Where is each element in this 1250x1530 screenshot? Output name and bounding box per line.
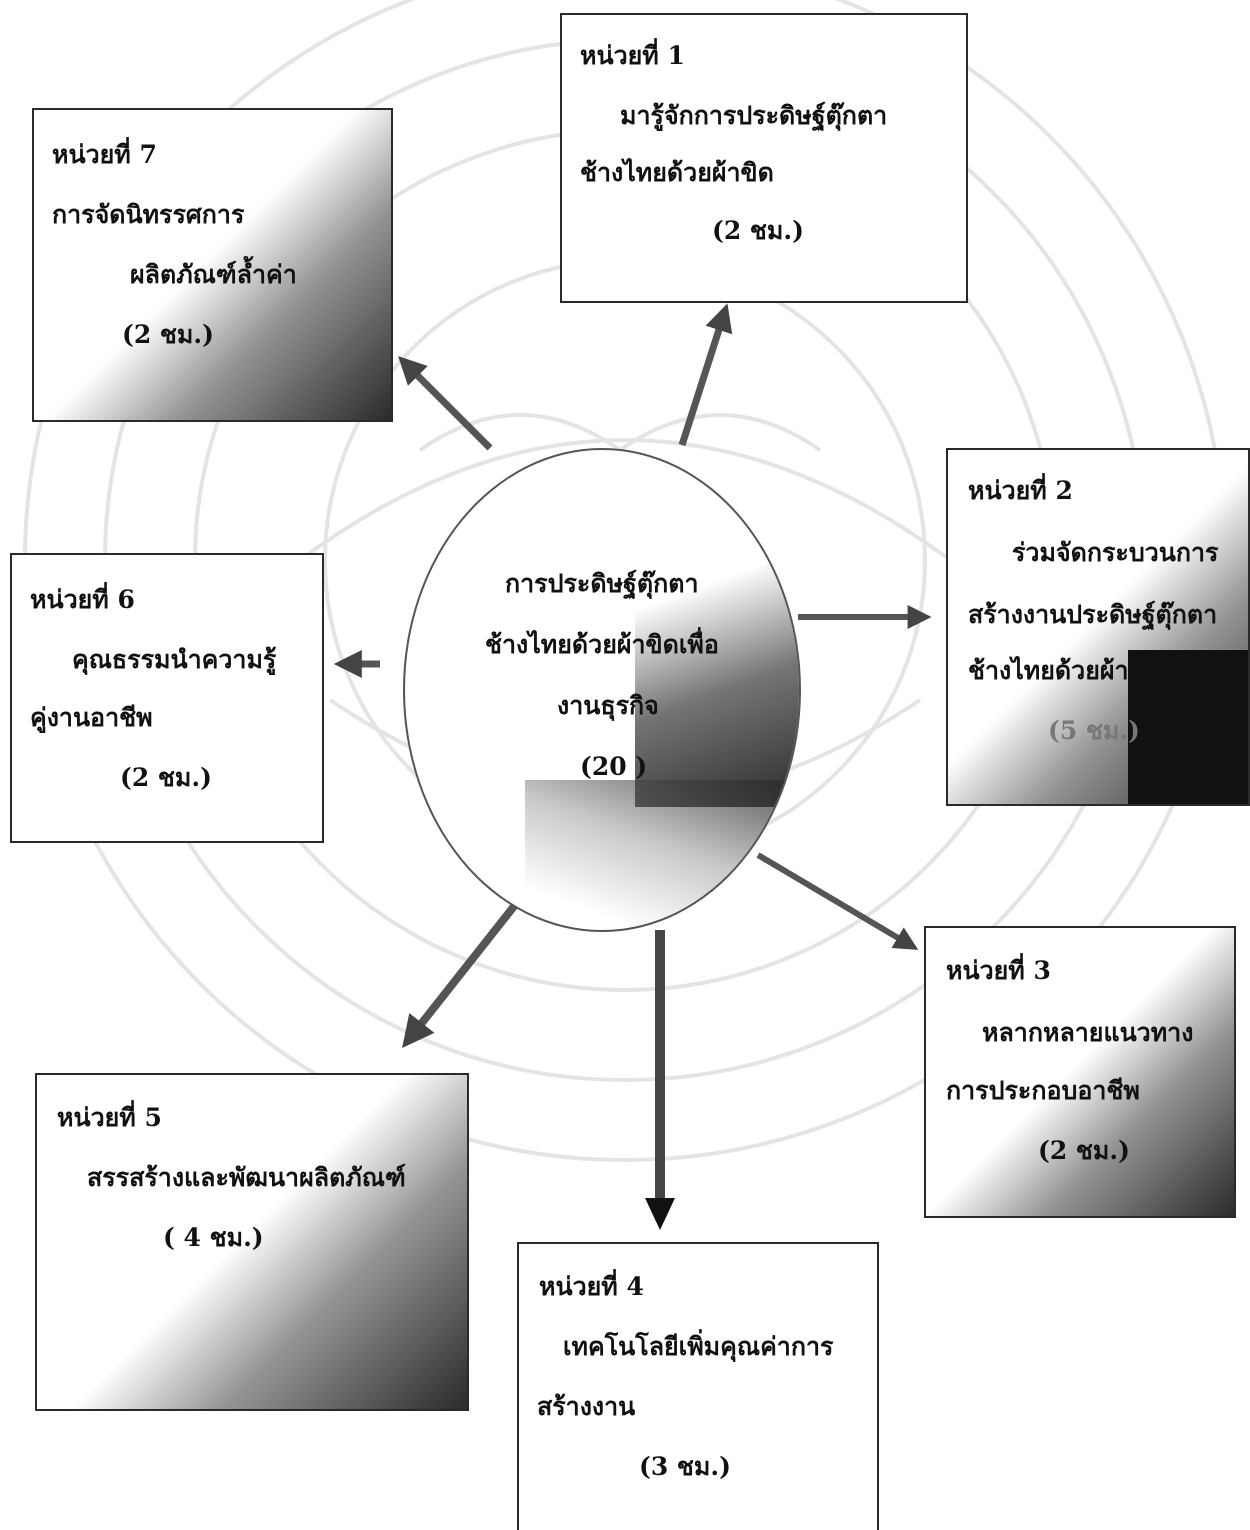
unit-5-hours: ( 4 ชม.): [163, 1223, 264, 1252]
unit-5-box: หน่วยที่ 5 สรรสร้างและพัฒนาผลิตภัณฑ์ ( 4…: [35, 1073, 469, 1411]
unit-1-box: หน่วยที่ 1 มารู้จักการประดิษฐ์ตุ๊กตา ช้า…: [560, 13, 968, 303]
unit-4-line-1: เทคโนโลยีเพิ่มคุณค่าการ: [563, 1332, 834, 1361]
unit-3-title: หน่วยที่ 3: [946, 956, 1051, 985]
arrow-to-unit5: [402, 902, 519, 1049]
unit-1-line-2: ช้างไทยด้วยผ้าขิด: [580, 158, 774, 187]
unit-4-line-2: สร้างงาน: [537, 1392, 636, 1421]
center-line-3: งานธุรกิจ: [557, 691, 659, 720]
unit-3-box: หน่วยที่ 3 หลากหลายแนวทาง การประกอบอาชีพ…: [924, 926, 1236, 1218]
unit-7-title: หน่วยที่ 7: [52, 140, 157, 169]
unit-6-title: หน่วยที่ 6: [30, 585, 135, 614]
unit-7-hours: (2 ชม.): [122, 320, 214, 349]
unit-7-line-2: ผลิตภัณฑ์ล้ำค่า: [130, 260, 297, 289]
unit-5-line-1: สรรสร้างและพัฒนาผลิตภัณฑ์: [87, 1163, 406, 1192]
unit-3-line-1: หลากหลายแนวทาง: [982, 1018, 1194, 1047]
arrow-to-unit7: [398, 356, 493, 451]
unit-6-line-2: คู่งานอาชีพ: [30, 703, 153, 732]
unit-7-line-1: การจัดนิทรรศการ: [52, 200, 245, 229]
unit-1-line-1: มารู้จักการประดิษฐ์ตุ๊กตา: [620, 101, 888, 130]
unit-6-box: หน่วยที่ 6 คุณธรรมนำความรู้ คู่งานอาชีพ …: [10, 553, 324, 843]
unit-7-box: หน่วยที่ 7 การจัดนิทรรศการ ผลิตภัณฑ์ล้ำค…: [32, 108, 393, 422]
unit-2-title: หน่วยที่ 2: [968, 476, 1073, 505]
unit-2-line-3: ช้างไทยด้วยผ้าขิด: [968, 656, 1162, 685]
unit-4-box: หน่วยที่ 4 เทคโนโลยีเพิ่มคุณค่าการ สร้าง…: [517, 1242, 879, 1530]
unit-4-title: หน่วยที่ 4: [539, 1272, 644, 1301]
unit-1-hours: (2 ชม.): [712, 216, 804, 245]
center-line-2: ช้างไทยด้วยผ้าขิดเพื่อ: [485, 630, 719, 659]
unit-1-title: หน่วยที่ 1: [580, 41, 685, 70]
arrow-to-unit1: [678, 303, 733, 447]
center-line-1: การประดิษฐ์ตุ๊กตา: [505, 569, 699, 598]
unit-2-hours: (5 ชม.): [1048, 716, 1140, 745]
unit-3-line-2: การประกอบอาชีพ: [946, 1076, 1140, 1105]
unit-6-line-1: คุณธรรมนำความรู้: [72, 645, 277, 674]
unit-6-hours: (2 ชม.): [120, 763, 212, 792]
unit-2-line-2: สร้างงานประดิษฐ์ตุ๊กตา: [968, 600, 1218, 629]
unit-4-hours: (3 ชม.): [639, 1452, 731, 1481]
unit-2-line-1: ร่วมจัดกระบวนการ: [1012, 538, 1219, 567]
center-hours: (20 ): [580, 752, 648, 781]
center-topic-ellipse: การประดิษฐ์ตุ๊กตา ช้างไทยด้วยผ้าขิดเพื่อ…: [403, 448, 801, 932]
unit-5-title: หน่วยที่ 5: [57, 1103, 162, 1132]
unit-3-hours: (2 ชม.): [1038, 1136, 1130, 1165]
unit-2-box: หน่วยที่ 2 ร่วมจัดกระบวนการ สร้างงานประด…: [946, 448, 1250, 806]
